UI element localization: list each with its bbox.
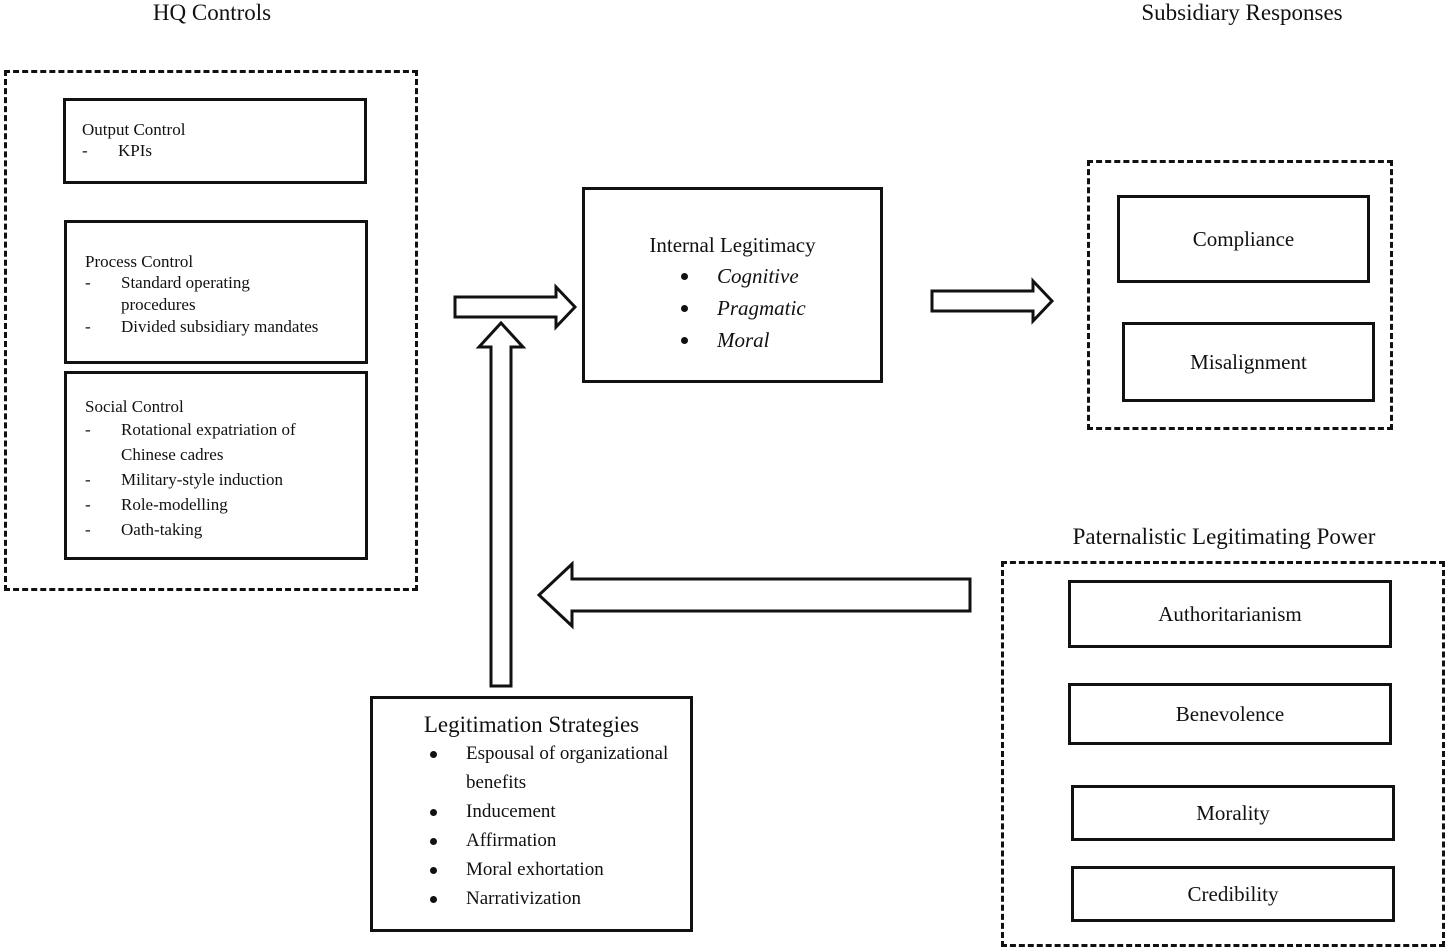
dash-marker: -	[82, 141, 88, 160]
dash-marker: -	[85, 420, 91, 439]
bullet-dot	[681, 273, 688, 280]
list-item: - Oath-taking	[85, 517, 335, 542]
list-item-text: Military-style induction	[121, 470, 283, 489]
output-control-box: Output Control - KPIs	[63, 98, 367, 184]
list-item-text: Espousal of organizational benefits	[466, 743, 669, 793]
hq-controls-heading: HQ Controls	[152, 0, 272, 25]
list-item: Affirmation	[373, 826, 673, 855]
output-control-list: - KPIs	[82, 140, 364, 162]
social-control-box: Social Control - Rotational expatriation …	[64, 371, 368, 560]
list-item-text: Inducement	[466, 801, 556, 822]
hq-controls-group	[4, 70, 418, 591]
compliance-box: Compliance	[1117, 195, 1370, 283]
social-control-list: - Rotational expatriation of Chinese cadr…	[85, 417, 335, 542]
legitimation-strategies-list: Espousal of organizational benefits Indu…	[373, 739, 673, 913]
authoritarianism-box: Authoritarianism	[1068, 580, 1392, 648]
dash-marker: -	[85, 520, 91, 539]
internal-legitimacy-box: Internal Legitimacy Cognitive Pragmatic …	[582, 187, 883, 383]
morality-box: Morality	[1071, 785, 1395, 841]
internal-legitimacy-title: Internal Legitimacy	[649, 233, 816, 257]
process-control-list: - Standard operating procedures - Divided …	[85, 272, 318, 338]
bullet-dot	[430, 751, 437, 758]
subsidiary-responses-group	[1087, 160, 1393, 430]
list-item: Cognitive	[585, 260, 880, 292]
list-item-text: Moral exhortation	[466, 859, 604, 880]
list-item: Moral exhortation	[373, 855, 673, 884]
list-item: Moral	[585, 324, 880, 356]
legitimation-strategies-title: Legitimation Strategies	[423, 712, 640, 737]
list-item: Inducement	[373, 797, 673, 826]
paternalistic-power-group	[1001, 561, 1445, 947]
right-arrow-icon	[930, 277, 1055, 325]
social-control-title: Social Control	[85, 397, 184, 416]
bullet-dot	[430, 896, 437, 903]
up-arrow-icon	[475, 320, 527, 688]
list-item: - Role-modelling	[85, 492, 335, 517]
list-item-text: KPIs	[118, 141, 153, 160]
bullet-dot	[681, 337, 688, 344]
bullet-dot	[681, 305, 688, 312]
process-control-box: Process Control - Standard operating proc…	[64, 220, 368, 364]
list-item-text: Rotational expatriation of Chinese cadre…	[121, 420, 296, 464]
list-item: - Military-style induction	[85, 467, 335, 492]
bullet-dot	[430, 838, 437, 845]
legitimation-strategies-box: Legitimation Strategies Espousal of orga…	[370, 696, 693, 932]
process-control-title: Process Control	[85, 252, 194, 271]
subsidiary-responses-heading: Subsidiary Responses	[1141, 0, 1343, 25]
list-item: Espousal of organizational benefits	[373, 739, 673, 797]
credibility-box: Credibility	[1071, 866, 1395, 922]
list-item-text: Moral	[717, 328, 770, 352]
list-item-text: Divided subsidiary mandates	[121, 317, 319, 336]
misalignment-box: Misalignment	[1122, 322, 1375, 402]
list-item: - Standard operating procedures	[85, 272, 285, 316]
dash-marker: -	[85, 317, 91, 336]
dash-marker: -	[85, 470, 91, 489]
list-item: - KPIs	[82, 140, 364, 162]
bullet-dot	[430, 867, 437, 874]
list-item-text: Affirmation	[466, 830, 557, 851]
list-item-text: Pragmatic	[717, 296, 806, 320]
benevolence-box: Benevolence	[1068, 683, 1392, 745]
list-item: Narrativization	[373, 884, 673, 913]
bullet-dot	[430, 809, 437, 816]
list-item-text: Oath-taking	[121, 520, 203, 539]
internal-legitimacy-list: Cognitive Pragmatic Moral	[585, 260, 880, 356]
dash-marker: -	[85, 273, 91, 292]
left-arrow-icon	[536, 560, 972, 630]
output-control-title: Output Control	[82, 120, 186, 139]
right-arrow-icon	[453, 283, 578, 331]
dash-marker: -	[85, 495, 91, 514]
list-item: Pragmatic	[585, 292, 880, 324]
list-item-text: Role-modelling	[121, 495, 228, 514]
list-item-text: Narrativization	[466, 888, 582, 909]
list-item-text: Cognitive	[717, 264, 799, 288]
list-item: - Divided subsidiary mandates	[85, 316, 318, 338]
list-item: - Rotational expatriation of Chinese cadr…	[85, 417, 335, 467]
paternalistic-power-heading: Paternalistic Legitimating Power	[1072, 524, 1376, 549]
list-item-text: Standard operating procedures	[121, 273, 250, 314]
